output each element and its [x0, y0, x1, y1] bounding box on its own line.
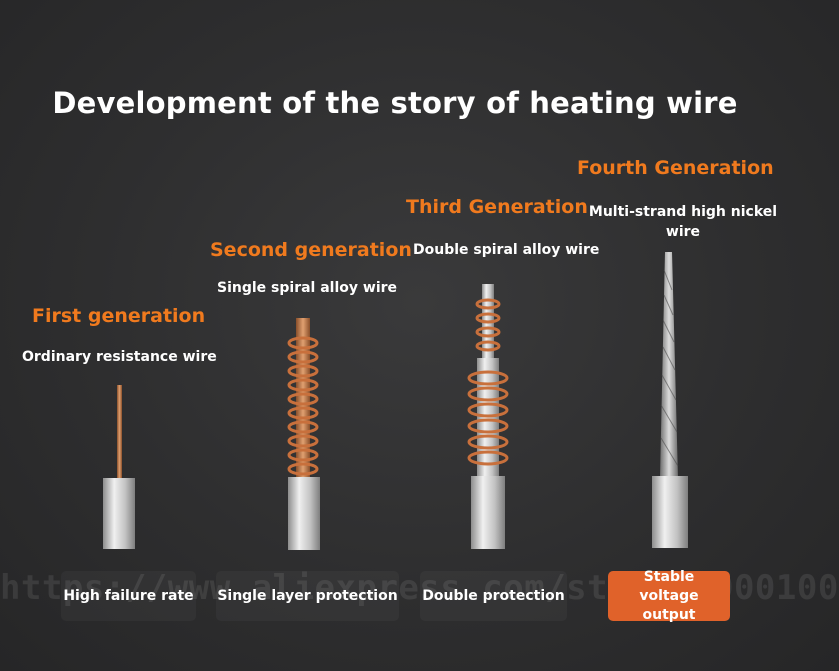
gen2-description: Single spiral alloy wire [217, 280, 398, 296]
gen3-description: Double spiral alloy wire [413, 242, 600, 258]
gen1-wire-illustration [103, 385, 135, 549]
gen3-outer-coil [467, 370, 509, 466]
gen2-terminal [288, 477, 320, 550]
gen3-title: Third Generation [406, 196, 588, 218]
gen3-wire-illustration [467, 284, 509, 549]
gen4-terminal [652, 476, 688, 548]
gen1-title: First generation [32, 305, 206, 327]
gen4-title: Fourth Generation [577, 157, 774, 179]
gen3-terminal [471, 476, 505, 549]
gen3-inner-coil [475, 298, 501, 352]
gen4-badge: Stable voltage output [608, 569, 730, 623]
gen4-wire-illustration [652, 252, 688, 548]
gen2-wire-illustration [287, 318, 320, 550]
gen1-description: Ordinary resistance wire [22, 349, 217, 365]
gen2-coil [287, 336, 319, 476]
gen3-outer-sleeve [477, 358, 499, 478]
gen2-core-wire [296, 318, 310, 480]
gen4-description: Multi-strand high nickel wire [588, 204, 778, 240]
gen2-badge: Single layer protection [216, 571, 399, 621]
gen1-copper-wire [117, 385, 122, 481]
gen4-strand-bundle [660, 252, 678, 478]
gen2-title: Second generation [210, 239, 412, 261]
gen1-badge: High failure rate [61, 571, 196, 621]
gen1-terminal [103, 478, 135, 549]
gen3-badge: Double protection [420, 571, 567, 621]
gen4-strand-twists [660, 269, 679, 467]
page-title: Development of the story of heating wire [52, 86, 738, 120]
